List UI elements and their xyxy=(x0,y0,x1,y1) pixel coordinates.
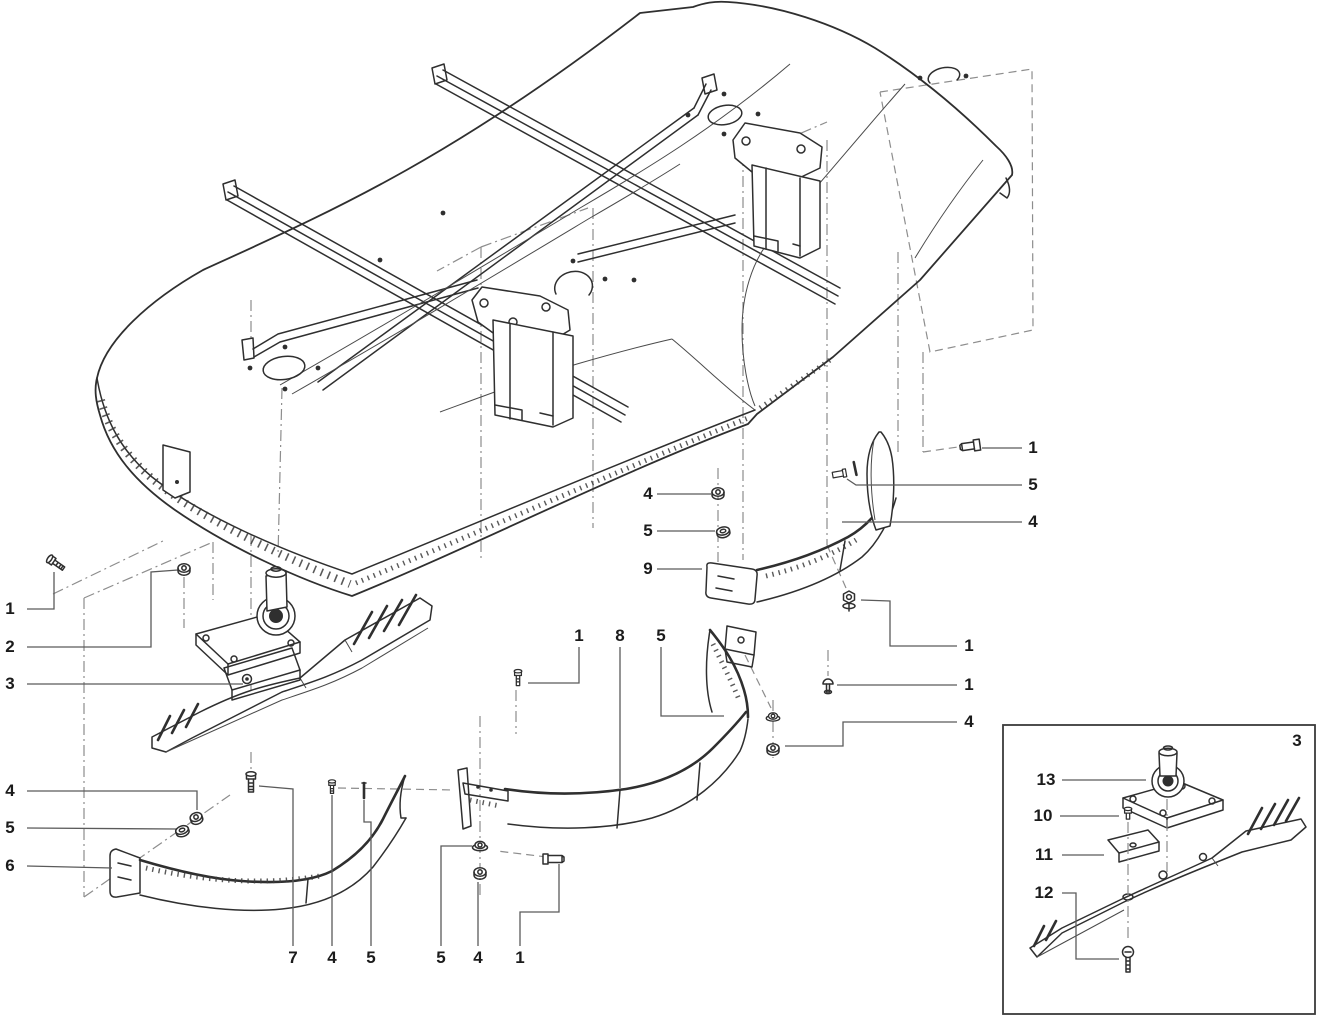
screw-icon xyxy=(1121,945,1135,973)
bolt-icon xyxy=(542,853,565,865)
blade-spindle-assembly xyxy=(151,566,433,753)
inset-panel xyxy=(1002,724,1316,1015)
bolt-icon xyxy=(45,554,66,571)
inset-blade-serrations xyxy=(1032,796,1301,948)
bolt-icon xyxy=(245,771,257,793)
center-baffle xyxy=(457,625,757,830)
bolt-icon xyxy=(1123,806,1133,820)
bolt-icon xyxy=(513,668,523,687)
washer-icon xyxy=(174,824,190,838)
nut-icon xyxy=(711,486,725,501)
nut-icon xyxy=(189,811,204,826)
nut-icon xyxy=(177,562,191,577)
right-baffle xyxy=(705,431,897,605)
flange-nut-icon xyxy=(765,712,781,722)
right-deck-bracket xyxy=(732,122,823,259)
bolt-icon xyxy=(327,779,337,795)
left-baffle xyxy=(109,774,407,912)
nut-icon xyxy=(766,742,780,757)
washer-icon xyxy=(715,526,731,539)
bolt-icon xyxy=(959,438,982,452)
deck-bolt-hole-dots xyxy=(247,73,969,392)
pin-icon xyxy=(852,460,858,477)
hardware-icons xyxy=(45,438,982,881)
inset-leader-lines xyxy=(1060,779,1146,960)
push-pin-icon xyxy=(822,678,834,695)
center-deck-bracket xyxy=(471,286,574,428)
hex-bolt-icon xyxy=(842,590,856,612)
callout-leader-lines xyxy=(26,447,1022,946)
bolt-icon xyxy=(831,468,848,479)
nut-icon xyxy=(473,866,487,881)
inset-blade-spindle xyxy=(1029,745,1307,973)
pin-icon xyxy=(361,781,367,800)
flange-nut-icon xyxy=(471,840,489,852)
blade-serrations xyxy=(156,593,418,742)
